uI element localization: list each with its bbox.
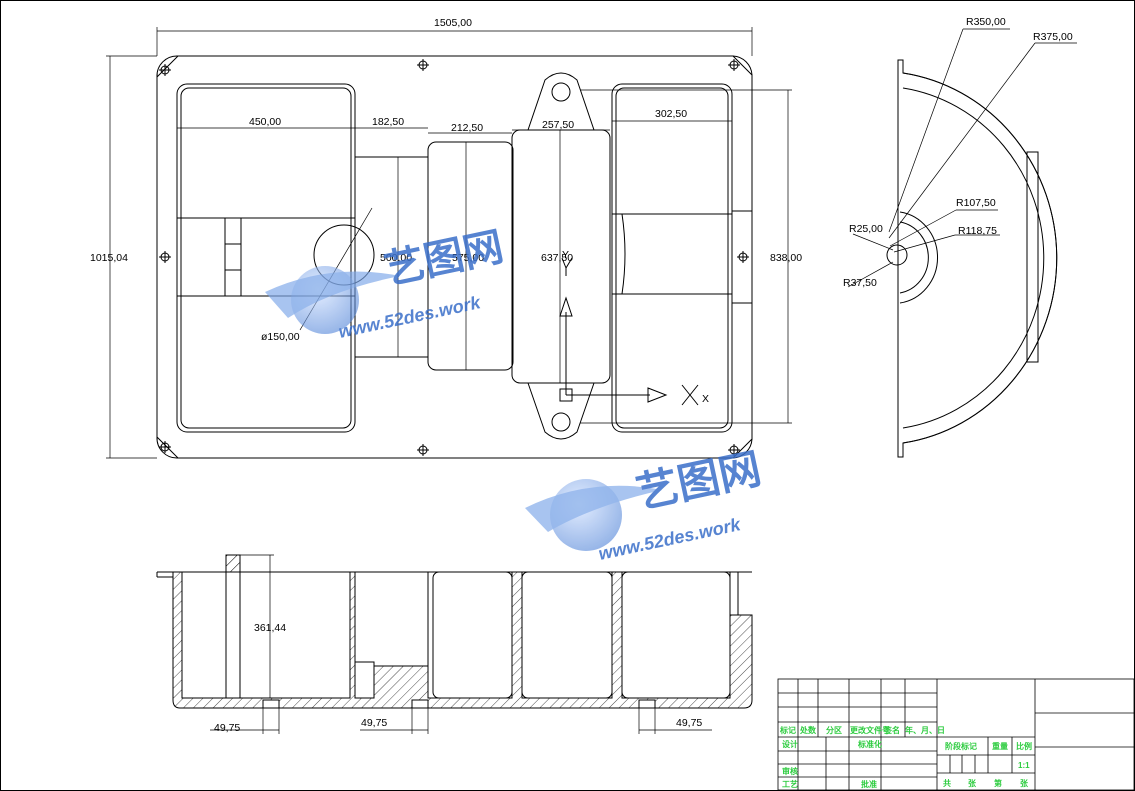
title-block-text: 标记 处数 分区 更改文件号 签名 年、月、日 设计 标准化 审核 工艺 批准 … [779, 725, 1032, 789]
tb-scale-value: 1:1 [1018, 761, 1030, 770]
tb-sign: 签名 [883, 725, 900, 735]
top-view-dimensions [106, 27, 792, 459]
dim-r375: R375,00 [1033, 31, 1073, 43]
tb-sheets-word1: 张 [968, 779, 977, 788]
bottom-ear [527, 382, 595, 440]
tb-stage-mark: 阶段标记 [945, 741, 977, 751]
dim-575: 575,00 [452, 252, 484, 264]
tb-change-doc: 更改文件号 [850, 725, 890, 735]
top-view [156, 55, 753, 459]
title-block [777, 678, 1135, 791]
tb-process: 工艺 [782, 779, 798, 789]
dim-r25: R25,00 [849, 223, 883, 235]
side-inner-arc [899, 211, 939, 304]
dim-r37: R37,50 [843, 277, 877, 289]
tb-mark: 标记 [779, 725, 796, 735]
tb-sheet-no: 第 [994, 778, 1002, 788]
dim-rib-1: 49,75 [214, 722, 240, 734]
middle-cylinder [427, 141, 514, 371]
tb-zone: 分区 [826, 725, 842, 735]
tb-date: 年、月、日 [905, 725, 945, 735]
dim-r107: R107,50 [956, 197, 996, 209]
dim-rib-2: 49,75 [361, 717, 387, 729]
axis-x-label: X [702, 393, 709, 405]
tb-sheets-total: 共 [943, 778, 951, 788]
section-view [156, 554, 753, 709]
tb-count: 处数 [799, 725, 817, 735]
dim-302: 302,50 [655, 108, 687, 120]
dim-500: 500,00 [380, 252, 412, 264]
tb-review: 审核 [782, 766, 798, 776]
section-view-dimensions [210, 554, 712, 734]
tb-design: 设计 [782, 739, 798, 749]
dim-182: 182,50 [372, 116, 404, 128]
top-ear [527, 72, 595, 131]
watermark-cn: 艺图网 [381, 225, 508, 293]
dim-overall-width: 1505,00 [434, 17, 472, 29]
tb-standardize: 标准化 [857, 739, 882, 749]
side-view-dimensions [847, 28, 1077, 288]
watermark-1: 艺图网 www.52des.work [265, 225, 507, 342]
dim-212: 212,50 [451, 122, 483, 134]
left-cavity [176, 83, 356, 433]
tb-approve: 批准 [861, 779, 877, 789]
tb-sheets-word2: 张 [1020, 779, 1029, 788]
dim-overall-height: 1015,04 [90, 252, 128, 264]
dim-257: 257,50 [542, 119, 574, 131]
tb-scale: 比例 [1016, 741, 1032, 751]
watermark-cn-2: 艺图网 [632, 445, 765, 517]
dim-450: 450,00 [249, 116, 281, 128]
right-cavity [611, 83, 733, 433]
dim-361: 361,44 [254, 622, 286, 634]
top-view-labels: 1505,00 1015,04 450,00 182,50 212,50 257… [90, 17, 802, 343]
axis-y-label: Y [562, 249, 569, 261]
dim-dia-150: ø150,00 [261, 331, 300, 343]
dim-r350: R350,00 [966, 16, 1006, 28]
dim-r118: R118,75 [958, 225, 997, 237]
watermark-2: 艺图网 www.52des.work [525, 445, 765, 564]
tb-weight: 重量 [992, 741, 1008, 751]
dim-rib-3: 49,75 [676, 717, 702, 729]
section-view-labels: 361,44 49,75 49,75 49,75 [214, 622, 702, 734]
side-view [886, 59, 1058, 458]
dim-637: 637,50 [541, 252, 573, 264]
dim-838: 838,00 [770, 252, 802, 264]
side-view-labels: R350,00 R375,00 R107,50 R118,75 R25,00 R… [843, 16, 1073, 289]
